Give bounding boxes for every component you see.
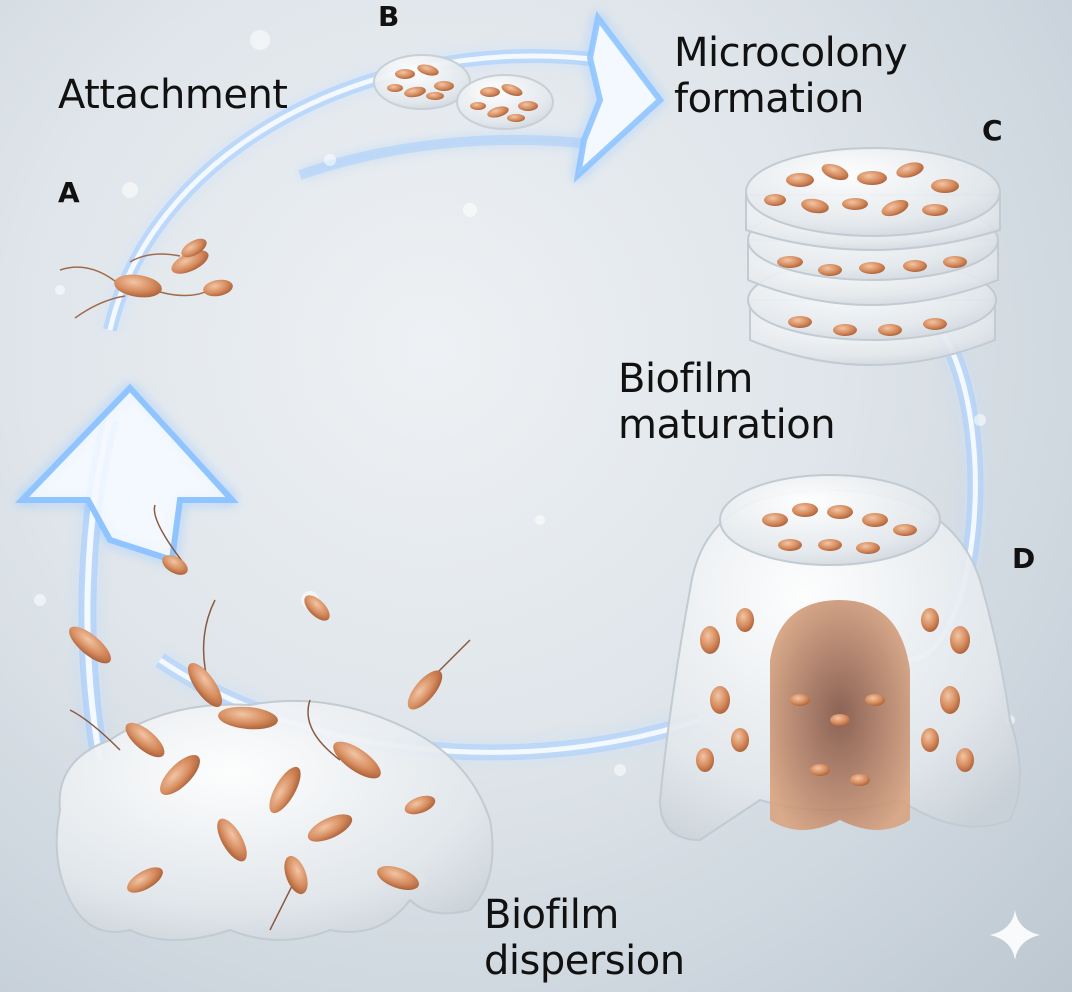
stage-b-microcolonies <box>373 54 554 130</box>
stage-d-mature-biofilm <box>658 474 1021 842</box>
sparkle-icon <box>990 910 1040 960</box>
label-line: Biofilm <box>484 892 619 938</box>
dispersion-biofilm <box>55 504 494 941</box>
label-line: Microcolony <box>674 30 908 76</box>
label-line: Biofilm <box>618 356 753 402</box>
label-line: formation <box>674 76 864 122</box>
label-line: dispersion <box>484 938 685 984</box>
arrowhead-top <box>573 10 665 184</box>
arc-top-core <box>107 53 601 331</box>
stage-c-layered-biofilm <box>745 147 1001 366</box>
stage-letter-a: A <box>58 176 80 209</box>
stage-label-maturation: Biofilm maturation <box>618 356 836 448</box>
stage-letter-b: B <box>378 0 400 33</box>
label-line: Attachment <box>58 72 288 118</box>
stage-label-attachment: Attachment <box>58 72 288 118</box>
stage-a-bacteria <box>59 238 233 319</box>
stage-label-dispersion: Biofilm dispersion <box>484 892 685 984</box>
arrowhead-left <box>14 383 239 564</box>
bokeh-dots <box>34 30 1015 887</box>
stage-letter-d: D <box>1012 542 1036 575</box>
stage-letter-c: C <box>982 114 1003 147</box>
label-line: maturation <box>618 402 836 448</box>
stage-label-microcolony: Microcolony formation <box>674 30 908 122</box>
